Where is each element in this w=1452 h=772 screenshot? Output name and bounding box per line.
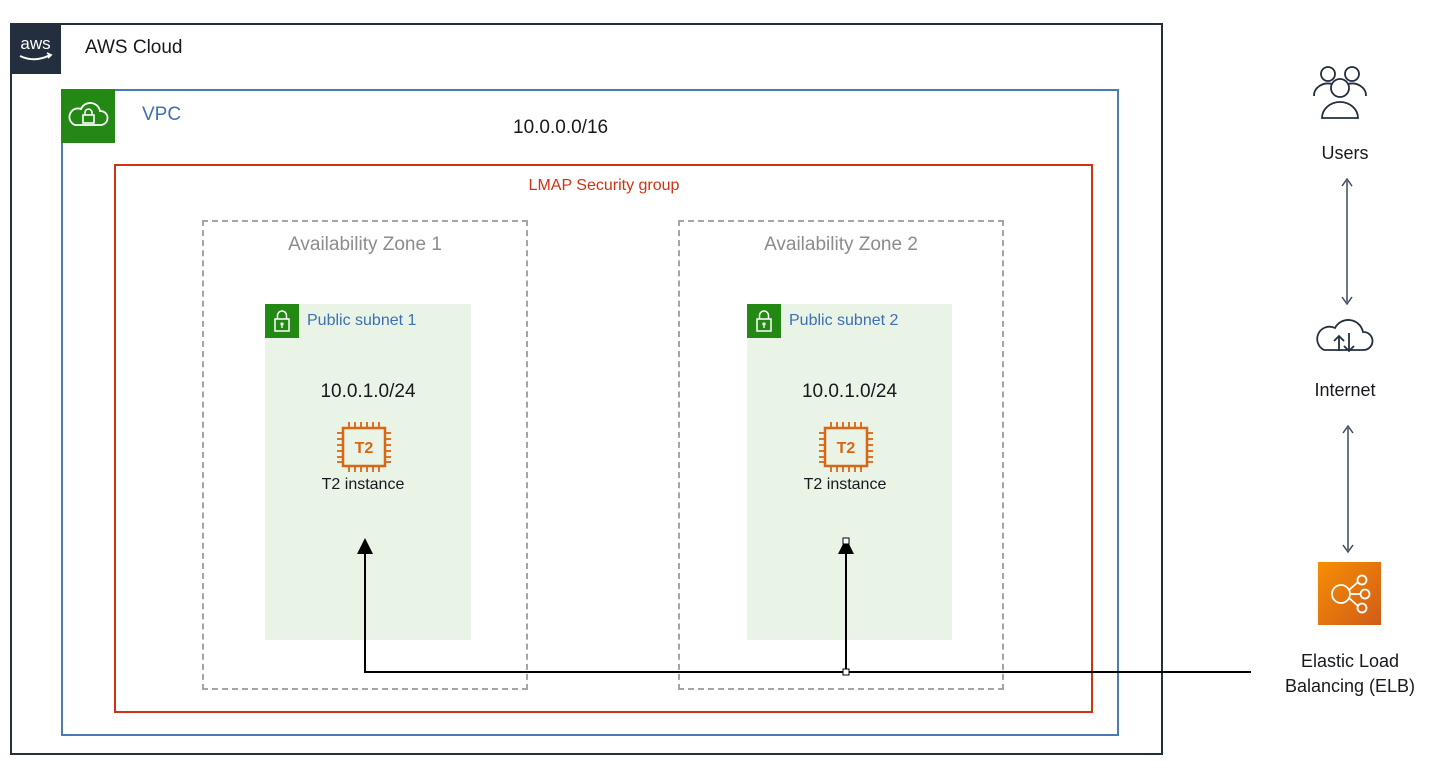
subnet-lock-icon	[747, 304, 781, 338]
public-subnet-1-label: Public subnet 1	[307, 312, 417, 329]
public-subnet-1	[265, 304, 471, 640]
elb-label-line2: Balancing (ELB)	[1284, 676, 1416, 696]
users-internet-connector	[1341, 177, 1353, 306]
vpc-cidr: 10.0.0.0/16	[513, 117, 609, 138]
vpc-cloud-lock-icon	[61, 89, 115, 143]
aws-cloud-group	[10, 23, 1163, 755]
internet-cloud-icon	[1312, 314, 1376, 356]
vpc-label: VPC	[142, 104, 182, 125]
public-subnet-2-label: Public subnet 2	[789, 312, 899, 329]
elb-to-instances-connector	[357, 538, 1251, 673]
aws-logo-icon: aws	[10, 23, 61, 74]
subnet-lock-icon	[265, 304, 299, 338]
vpc-group	[61, 89, 1119, 736]
availability-zone-2	[678, 220, 1004, 690]
chip-text: T2	[355, 440, 374, 457]
chip-text: T2	[837, 440, 856, 457]
availability-zone-1	[202, 220, 528, 690]
users-label: Users	[1321, 143, 1369, 163]
security-group-label: LMAP Security group	[528, 177, 680, 194]
internet-elb-connector	[1342, 424, 1354, 554]
users-icon	[1308, 62, 1372, 122]
load-balancer-icon	[1318, 562, 1381, 625]
aws-cloud-label: AWS Cloud	[85, 37, 183, 58]
availability-zone-1-label: Availability Zone 1	[288, 234, 442, 255]
elb-label-line1: Elastic Load	[1300, 651, 1400, 671]
ec2-t2-instance-icon: T2	[334, 421, 394, 473]
public-subnet-1-cidr: 10.0.1.0/24	[320, 381, 416, 402]
connector-handle	[842, 537, 850, 545]
availability-zone-2-label: Availability Zone 2	[764, 234, 918, 255]
ec2-t2-instance-icon: T2	[816, 421, 876, 473]
connector-handle	[842, 668, 850, 676]
aws-logo-text: aws	[20, 34, 50, 53]
elb-label: Elastic Load Balancing (ELB)	[1270, 649, 1430, 699]
internet-label: Internet	[1314, 380, 1376, 400]
public-subnet-2-cidr: 10.0.1.0/24	[801, 381, 898, 402]
security-group	[114, 164, 1093, 713]
t2-instance-1-label: T2 instance	[321, 476, 405, 493]
t2-instance-2-label: T2 instance	[803, 476, 887, 493]
